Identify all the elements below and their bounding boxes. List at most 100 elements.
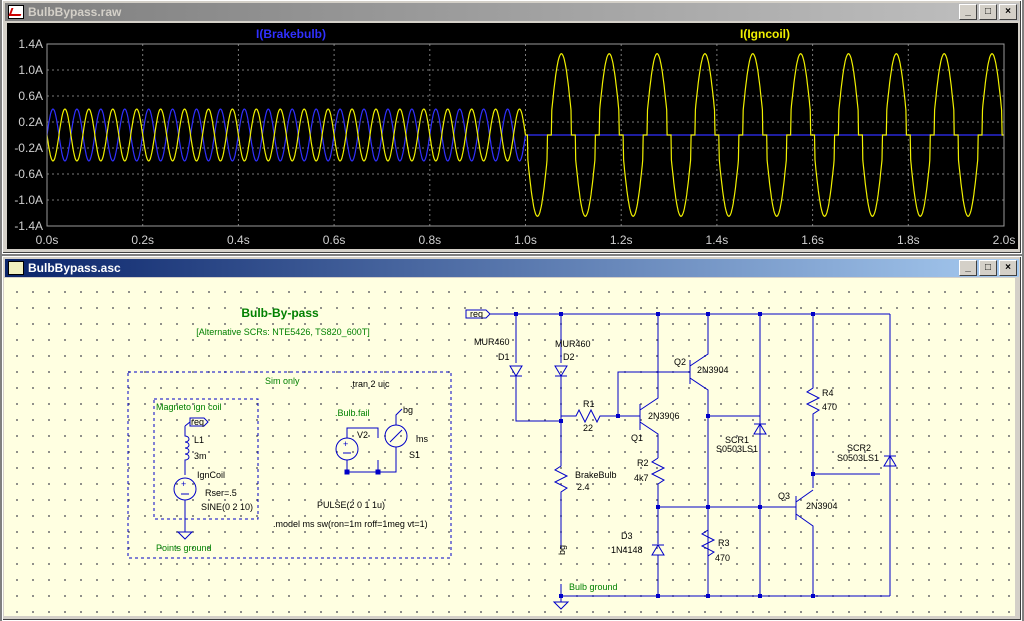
scr1-value: S0503LS1	[716, 444, 758, 454]
req-flag-left[interactable]	[189, 417, 209, 427]
resistor-r4[interactable]	[805, 314, 821, 488]
q3-value: 2N3904	[806, 501, 838, 511]
r2-label: R2	[637, 458, 649, 468]
trace-label-brakebulb[interactable]: I(Brakebulb)	[256, 27, 326, 41]
scr2-value: S0503LS1	[837, 453, 879, 463]
y-tick-label: -1.4A	[14, 219, 43, 233]
x-tick-label: 0.8s	[418, 233, 441, 247]
igncoil-label: IgnCoil	[197, 470, 225, 480]
d2-value: MUR460	[555, 339, 591, 349]
diode-d2[interactable]	[554, 365, 568, 377]
bulb-ground-label: Bulb ground	[569, 582, 618, 592]
y-tick-label: 0.2A	[18, 115, 43, 129]
x-tick-label: 1.8s	[897, 233, 920, 247]
diode-d1[interactable]	[509, 365, 523, 377]
x-tick-label: 0.2s	[131, 233, 154, 247]
minimize-button[interactable]: _	[959, 260, 977, 276]
r3-label: R3	[718, 538, 730, 548]
sine-label: SINE(0 2 10)	[201, 502, 253, 512]
x-tick-label: 1.2s	[610, 233, 633, 247]
r1-label: R1	[583, 399, 595, 409]
model-directive: .model ms sw(ron=1m roff=1meg vt=1)	[273, 519, 428, 529]
schematic-window-title: BulbBypass.asc	[28, 261, 121, 275]
q1-value: 2N3906	[648, 411, 680, 421]
schematic-canvas[interactable]: Bulb-By-pass [Alternative SCRs: NTE5426,…	[4, 278, 1015, 616]
waveform-plot-svg[interactable]: I(Brakebulb) I(Igncoil) 1.4A 1.0A 0.6A 0.2A…	[7, 23, 1018, 249]
ms-label: ms	[416, 434, 428, 444]
x-tick-label: 2.0s	[993, 233, 1016, 247]
q2-label: Q2	[674, 357, 686, 367]
plot-frame	[46, 43, 1005, 227]
d1-value: MUR460	[474, 337, 510, 347]
brakebulb-value: 2.4	[577, 482, 590, 492]
r3-value: 470	[715, 553, 730, 563]
ground-icon	[552, 601, 570, 610]
magneto-label: Magneto ign coil	[156, 402, 222, 412]
waveform-app-icon	[8, 5, 24, 19]
scr2[interactable]	[883, 455, 897, 467]
svg-text:+: +	[343, 439, 348, 449]
trace-igncoil[interactable]	[46, 53, 1004, 217]
resistor-r3[interactable]	[700, 529, 716, 557]
x-tick-label: 1.0s	[514, 233, 537, 247]
waveform-plot[interactable]: I(Brakebulb) I(Igncoil) 1.4A 1.0A 0.6A 0.2A…	[7, 23, 1018, 249]
scr2-label: SCR2	[847, 443, 871, 453]
close-button[interactable]: ×	[999, 260, 1017, 276]
d3-value: 1N4148	[611, 545, 643, 555]
transistor-q2[interactable]	[689, 314, 709, 367]
ground-icon	[176, 531, 194, 540]
sim-only-box	[127, 371, 452, 559]
y-tick-label: 1.0A	[18, 63, 43, 77]
plot-window: BulbBypass.raw _ □ × I(Brakebulb) I(Ignc…	[2, 0, 1022, 254]
tran-directive: .tran 2 uic	[350, 379, 390, 389]
bulb-fail-label: .Bulb.fail	[335, 408, 370, 418]
trace-label-igncoil[interactable]: I(Igncoil)	[740, 27, 790, 41]
d2-label: D2	[563, 352, 575, 362]
r1-value: 22	[583, 423, 593, 433]
x-tick-label: 0.6s	[323, 233, 346, 247]
y-tick-label: -1.0A	[14, 193, 43, 207]
minimize-button[interactable]: _	[959, 4, 977, 20]
l1-label: L1	[194, 435, 204, 445]
d3-label: D3	[621, 531, 633, 541]
resistor-r2[interactable]	[650, 457, 666, 544]
schematic-svg[interactable]: Bulb-By-pass [Alternative SCRs: NTE5426,…	[4, 278, 1015, 616]
plot-window-titlebar[interactable]: BulbBypass.raw _ □ ×	[5, 3, 1019, 21]
svg-text:+: +	[181, 479, 186, 489]
x-tick-label: 0.0s	[36, 233, 59, 247]
schematic-window-titlebar[interactable]: BulbBypass.asc _ □ ×	[5, 259, 1019, 277]
y-tick-label: 1.4A	[18, 37, 43, 51]
schematic-subtitle: [Alternative SCRs: NTE5426, TS820_600T]	[196, 327, 369, 337]
d1-label: D1	[498, 352, 510, 362]
req-flag-right[interactable]	[465, 309, 491, 319]
schematic-title: Bulb-By-pass	[241, 306, 319, 320]
q2-value: 2N3904	[697, 365, 729, 375]
y-tick-label: 0.6A	[18, 89, 43, 103]
y-tick-label: -0.2A	[14, 141, 43, 155]
s1-label: S1	[409, 450, 420, 460]
transistor-q3[interactable]	[795, 489, 814, 503]
resistor-brakebulb[interactable]	[553, 458, 569, 548]
transistor-q1[interactable]	[639, 314, 659, 411]
maximize-button[interactable]: □	[979, 260, 997, 276]
pulse-label: PULSE(2 0 1 1u)	[317, 500, 385, 510]
resistor-r1[interactable]	[561, 408, 640, 424]
brakebulb-label: BrakeBulb	[575, 470, 617, 480]
q1-label: Q1	[631, 433, 643, 443]
magneto-box	[153, 398, 259, 520]
req-flag-left-label: req	[191, 417, 204, 427]
r4-value: 470	[822, 402, 837, 412]
schematic-app-icon	[8, 261, 24, 275]
req-flag-right-label: req	[470, 309, 483, 319]
maximize-button[interactable]: □	[979, 4, 997, 20]
inductor-l1[interactable]	[184, 426, 190, 475]
scr1-label: SCR1	[725, 435, 749, 445]
diode-d3[interactable]	[651, 544, 665, 556]
y-tick-label: -0.6A	[14, 167, 43, 181]
close-button[interactable]: ×	[999, 4, 1017, 20]
bg-flag: bg	[557, 545, 567, 555]
scr1[interactable]	[753, 423, 767, 435]
q3-label: Q3	[778, 491, 790, 501]
r4-label: R4	[822, 388, 834, 398]
junction-dots	[514, 312, 815, 598]
